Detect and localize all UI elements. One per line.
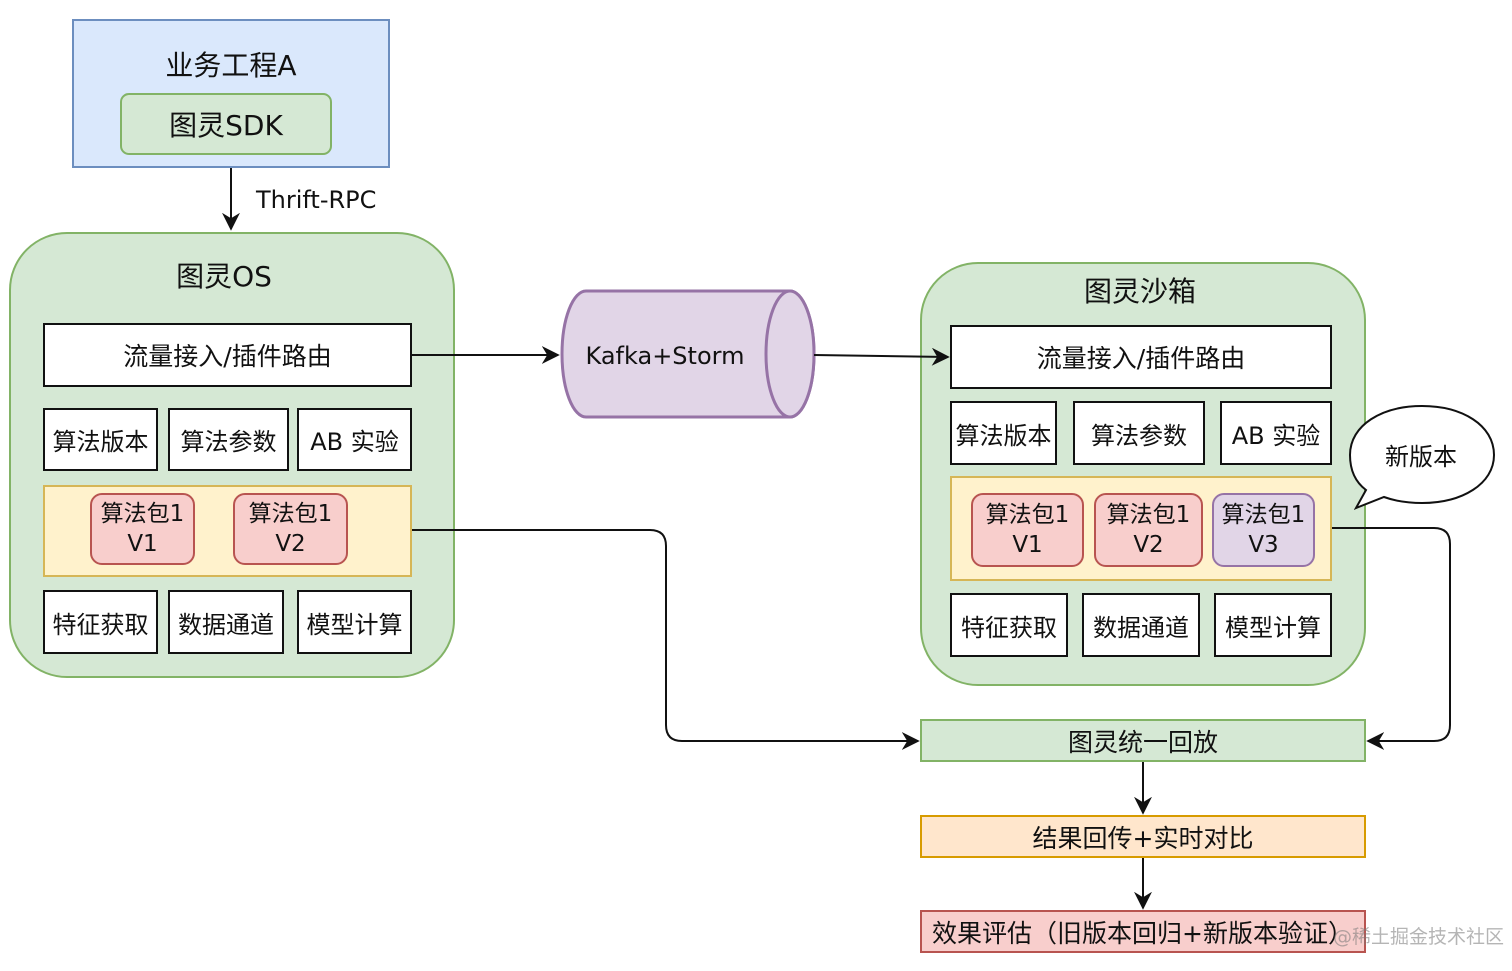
- os-package-v1-name: 算法包1: [100, 501, 185, 527]
- os-ab-test-box: AB 实验: [297, 408, 412, 471]
- sandbox-package-v2-name: 算法包1: [1106, 502, 1191, 528]
- sandbox-package-v1-name: 算法包1: [985, 502, 1070, 528]
- turing-os-title: 图灵OS: [176, 260, 272, 293]
- sandbox-package-v3-name: 算法包1: [1221, 502, 1306, 528]
- sandbox-package-v1-version: V1: [1012, 532, 1043, 558]
- os-package-v1: 算法包1 V1: [90, 493, 195, 565]
- sandbox-data-channel-box: 数据通道: [1082, 593, 1200, 657]
- watermark: @稀土掘金技术社区: [1332, 925, 1504, 948]
- os-package-v2: 算法包1 V2: [233, 493, 348, 565]
- os-package-v2-name: 算法包1: [248, 501, 333, 527]
- kafka-storm-queue: [560, 289, 816, 419]
- effect-evaluation-box: 效果评估（旧版本回归+新版本验证）: [920, 910, 1366, 953]
- os-traffic-routing-box: 流量接入/插件路由: [43, 323, 412, 387]
- os-algorithm-params-box: 算法参数: [168, 408, 289, 471]
- turing-sdk-box: 图灵SDK: [120, 93, 332, 155]
- thrift-rpc-label: Thrift-RPC: [256, 186, 377, 214]
- result-compare-box: 结果回传+实时对比: [920, 815, 1366, 858]
- sandbox-traffic-routing-box: 流量接入/插件路由: [950, 325, 1332, 389]
- sandbox-package-v1: 算法包1 V1: [971, 493, 1084, 567]
- unified-replay-box: 图灵统一回放: [920, 719, 1366, 762]
- sandbox-algorithm-version-box: 算法版本: [950, 401, 1057, 465]
- sandbox-ab-test-box: AB 实验: [1220, 401, 1332, 465]
- os-data-channel-box: 数据通道: [168, 590, 284, 654]
- os-to-replay-arrow: [412, 529, 920, 750]
- business-project-title: 业务工程A: [165, 49, 297, 82]
- os-feature-fetch-box: 特征获取: [43, 590, 158, 654]
- sandbox-feature-fetch-box: 特征获取: [950, 593, 1068, 657]
- sandbox-package-v2: 算法包1 V2: [1094, 493, 1203, 567]
- os-package-v2-version: V2: [275, 531, 306, 557]
- os-algorithm-version-box: 算法版本: [43, 408, 158, 471]
- sandbox-to-replay-arrow: [1332, 527, 1451, 750]
- sandbox-model-compute-box: 模型计算: [1214, 593, 1332, 657]
- kafka-storm-label: Kafka+Storm: [585, 342, 745, 370]
- sandbox-algorithm-params-box: 算法参数: [1073, 401, 1205, 465]
- turing-sandbox-title: 图灵沙箱: [1083, 275, 1196, 308]
- sandbox-package-v2-version: V2: [1133, 532, 1164, 558]
- sandbox-package-v3: 算法包1 V3: [1212, 493, 1315, 567]
- kafka-to-sandbox-arrow: [813, 347, 950, 366]
- new-version-label: 新版本: [1385, 442, 1457, 471]
- os-model-compute-box: 模型计算: [297, 590, 412, 654]
- os-package-v1-version: V1: [127, 531, 158, 557]
- sandbox-package-v3-version: V3: [1248, 532, 1279, 558]
- new-version-callout: [1348, 404, 1496, 510]
